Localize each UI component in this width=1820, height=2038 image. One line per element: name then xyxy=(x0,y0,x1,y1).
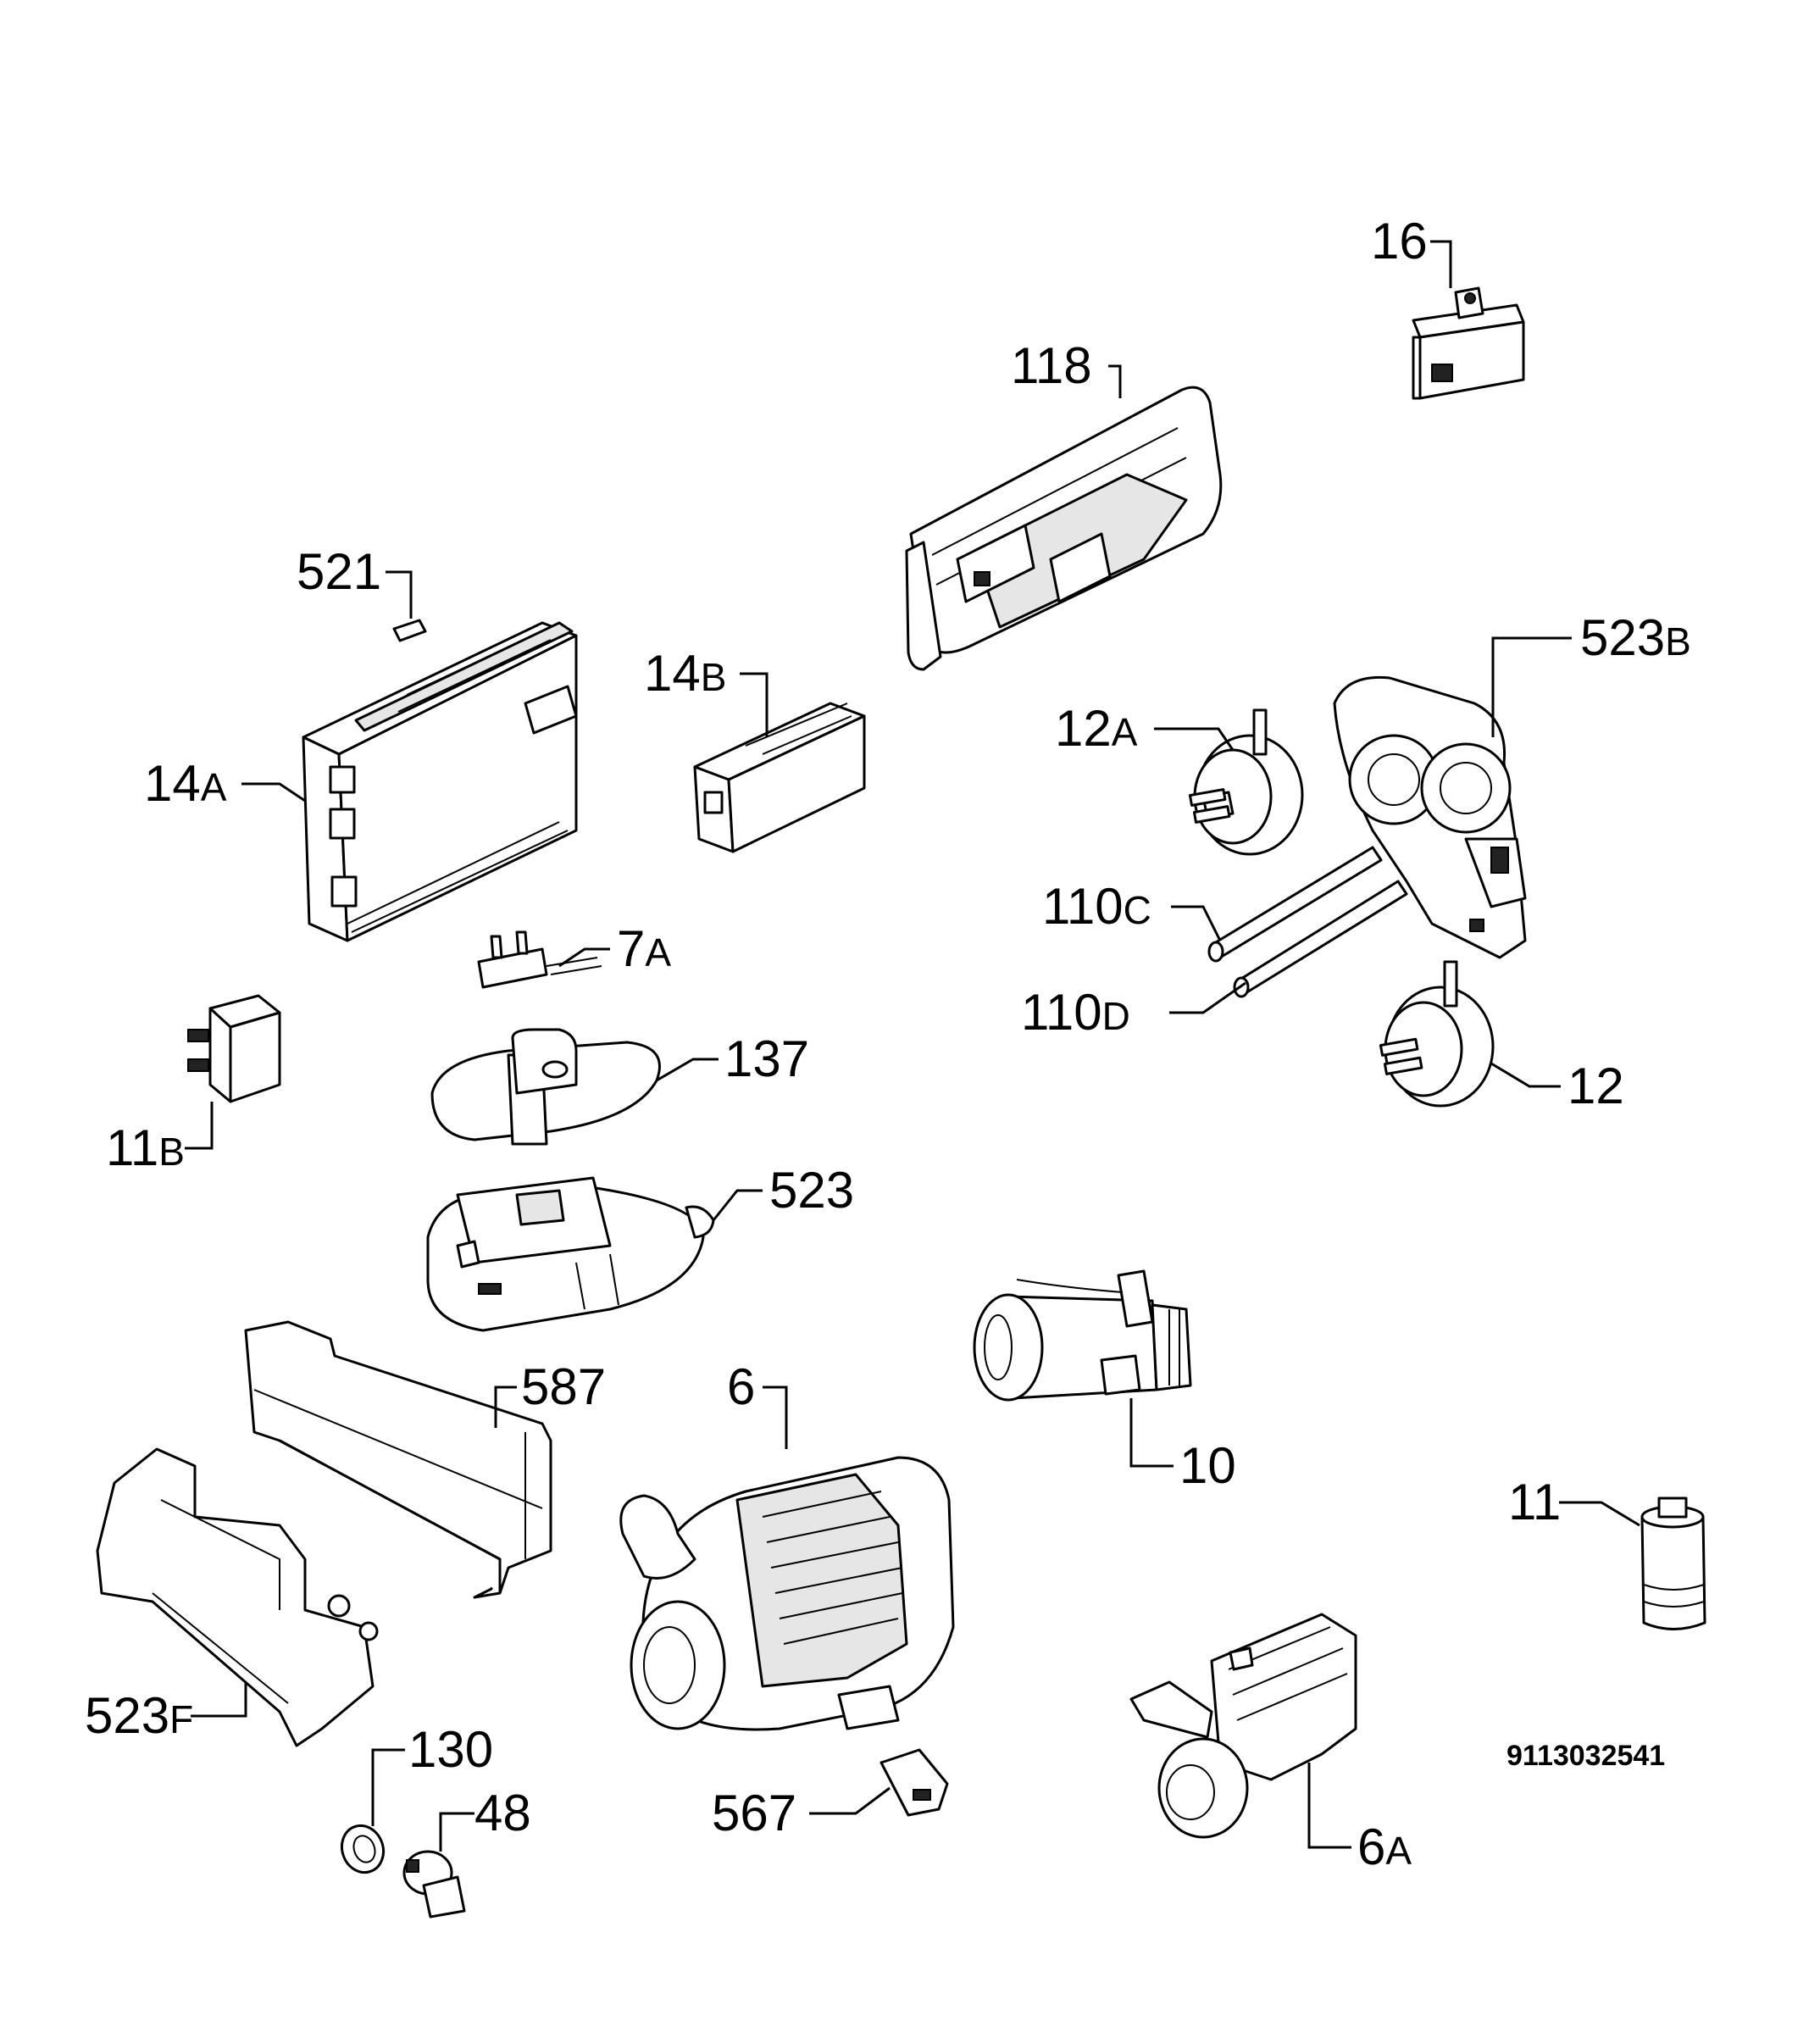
part-587-filter-housing xyxy=(244,1320,552,1599)
callout-48: 48 xyxy=(474,1785,531,1841)
callout-12a: 12A xyxy=(1055,700,1138,757)
part-14a-electronic-module xyxy=(302,621,578,942)
part-567-connector xyxy=(879,1748,949,1817)
document-id: 9113032541 xyxy=(1506,1740,1665,1772)
callout-10: 10 xyxy=(1179,1437,1236,1494)
callout-137: 137 xyxy=(724,1030,809,1087)
part-14b-small-module xyxy=(693,702,866,853)
callout-14a: 14A xyxy=(144,755,227,812)
callout-labels: 16 118 521 14B 523B 12A 14A 110C 7A 110D… xyxy=(85,213,1691,1875)
callout-6a: 6A xyxy=(1357,1819,1412,1875)
callout-110c: 110C xyxy=(1042,878,1151,935)
callout-130: 130 xyxy=(408,1721,493,1778)
callout-11: 11 xyxy=(1508,1474,1561,1530)
part-523b-sump-housing xyxy=(1333,675,1527,959)
callout-523: 523 xyxy=(769,1162,854,1219)
callout-110d: 110D xyxy=(1021,984,1130,1041)
part-137-air-break-cover xyxy=(430,1028,661,1146)
callout-11b: 11B xyxy=(106,1119,185,1176)
part-523f-bracket xyxy=(96,1447,379,1747)
part-110d-hose xyxy=(1233,880,1408,998)
part-12-pressure-switch xyxy=(1379,960,1495,1108)
part-521-fuse xyxy=(392,619,427,642)
callout-12: 12 xyxy=(1568,1058,1624,1114)
callout-567: 567 xyxy=(712,1785,796,1841)
part-10-heater xyxy=(973,1269,1192,1402)
part-11-capacitor xyxy=(1640,1497,1706,1630)
callout-587: 587 xyxy=(521,1358,606,1415)
callout-14b: 14B xyxy=(644,645,726,702)
callout-16: 16 xyxy=(1371,213,1428,269)
part-110c-hose xyxy=(1207,846,1383,963)
part-16-relay xyxy=(1412,286,1525,400)
callout-6: 6 xyxy=(727,1358,755,1415)
part-523-sump-cover xyxy=(426,1176,715,1332)
part-12a-pressure-switch xyxy=(1188,708,1304,856)
callout-7a: 7A xyxy=(617,920,671,977)
part-48-plug xyxy=(402,1850,466,1919)
callout-118: 118 xyxy=(1011,337,1092,394)
part-130-seal-ring xyxy=(340,1824,386,1874)
leader-lines xyxy=(185,240,1640,1852)
part-6a-drain-pump xyxy=(1129,1613,1357,1839)
callout-523b: 523B xyxy=(1580,609,1691,666)
part-11b-relay xyxy=(187,994,281,1103)
part-118-control-panel xyxy=(905,386,1223,671)
callout-523f: 523F xyxy=(85,1687,193,1744)
part-6-circulation-pump xyxy=(619,1456,955,1731)
part-7a-level-sensor xyxy=(477,930,602,989)
callout-521: 521 xyxy=(297,543,381,600)
